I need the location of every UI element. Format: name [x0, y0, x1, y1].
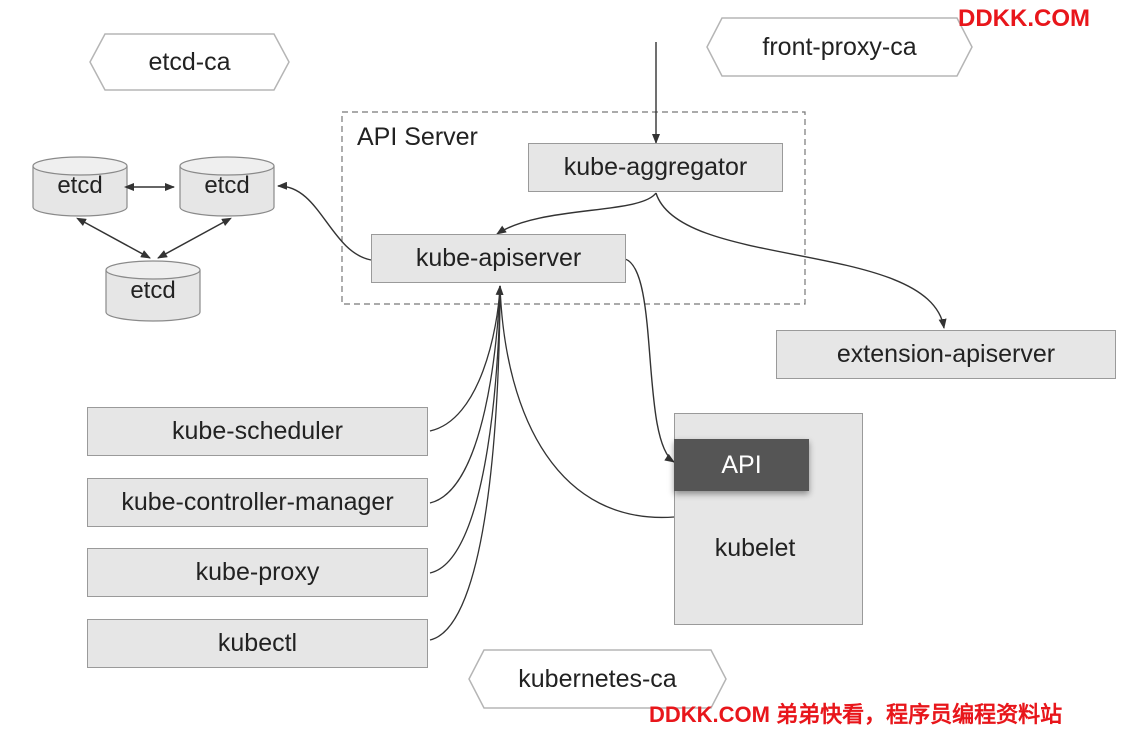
etcd-cylinder-1 — [32, 156, 128, 217]
kubelet-to-apiserver — [499, 285, 675, 519]
etcd-ca-label: etcd-ca — [148, 47, 231, 76]
kubectl-box: kubectl — [87, 619, 428, 668]
apiserver-to-etcd-arrow — [277, 181, 372, 261]
aggregator-to-apiserver-arrow — [496, 192, 657, 235]
apiserver-to-kubelet-arrow — [624, 258, 675, 463]
front-proxy-ca-shape — [706, 17, 973, 77]
kube-apiserver-box: kube-apiserver — [371, 234, 626, 283]
kube-aggregator-box: kube-aggregator — [528, 143, 783, 192]
watermark-bottom: DDKK.COM 弟弟快看，程序员编程资料站 — [649, 702, 1063, 727]
kube-scheduler-box: kube-scheduler — [87, 407, 428, 456]
etcd-label-1: etcd — [57, 172, 103, 199]
controller-manager-to-apiserver — [429, 285, 501, 504]
etcd-label-3: etcd — [130, 277, 176, 304]
api-server-group-label: API Server — [357, 123, 478, 151]
aggregator-to-extension-arrow — [655, 192, 947, 329]
kubelet-api-box: API — [674, 439, 809, 491]
api-server-group — [341, 111, 806, 305]
watermark-top: DDKK.COM — [958, 5, 1090, 32]
etcd-cylinder-3 — [105, 260, 201, 322]
etcd-label-2: etcd — [204, 172, 250, 199]
etcd-cylinder-2 — [179, 156, 275, 217]
kubelet-label: kubelet — [714, 534, 796, 562]
etcd-ca-shape — [89, 33, 290, 91]
kubectl-to-apiserver — [429, 285, 501, 641]
kube-proxy-box: kube-proxy — [87, 548, 428, 597]
proxy-to-apiserver — [429, 285, 501, 574]
extension-apiserver-box: extension-apiserver — [776, 330, 1116, 379]
front-proxy-ca-label: front-proxy-ca — [762, 32, 917, 61]
kubernetes-ca-label: kubernetes-ca — [518, 664, 677, 693]
kubernetes-ca-shape — [468, 649, 727, 709]
kube-controller-manager-box: kube-controller-manager — [87, 478, 428, 527]
scheduler-to-apiserver — [429, 285, 504, 432]
etcd-link-1-3 — [76, 217, 151, 259]
etcd-link-2-3 — [157, 217, 232, 259]
